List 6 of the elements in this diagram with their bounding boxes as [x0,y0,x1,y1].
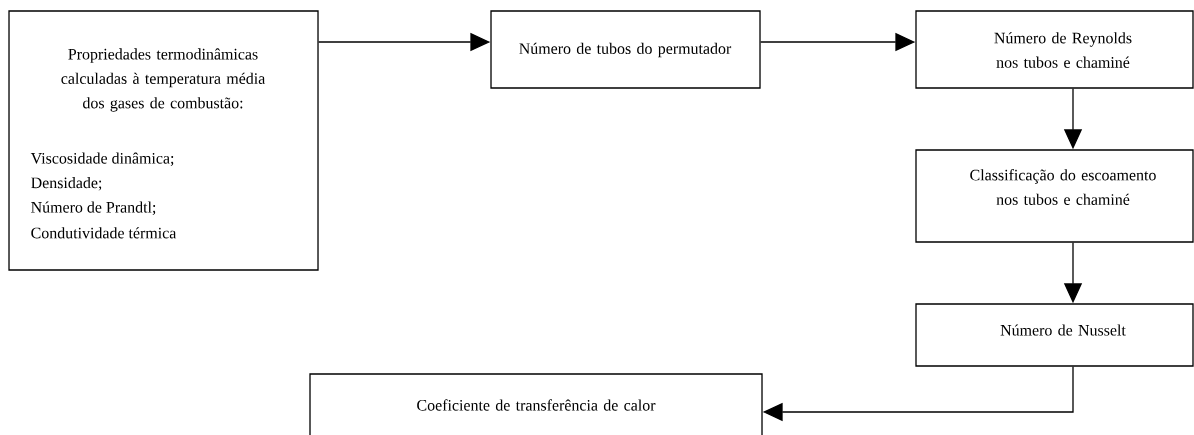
process-box: Propriedades termodinâmicas calculadas à temperatura média dos gases de combustão: Viscosidade dinâmica; Densidade; Número de Prandtl; Condutividade térmica [8,10,319,271]
process-box: Coeficiente de transferência de calor [309,373,763,435]
process-box: Número de tubos do permutador [490,10,761,89]
process-box: Número de Nusselt [915,303,1194,367]
process-box: Classificação do escoamento nos tubos e chaminé [915,149,1194,243]
process-box: Número de Reynolds nos tubos e chaminé [915,10,1194,89]
